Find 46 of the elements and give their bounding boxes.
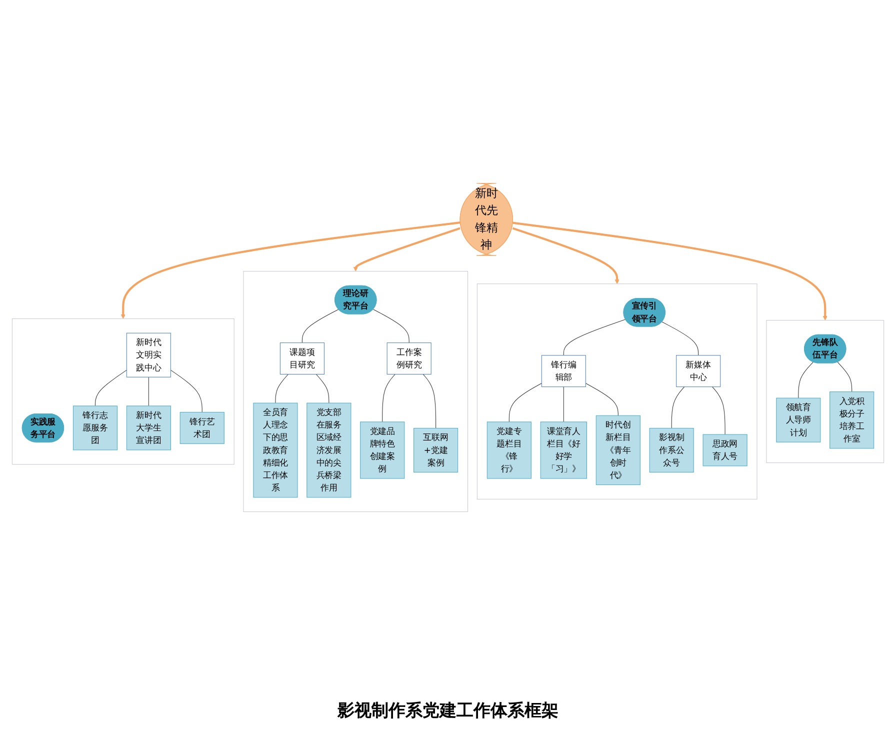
connector bbox=[275, 374, 289, 404]
connector bbox=[563, 386, 564, 422]
connector bbox=[373, 309, 410, 344]
cluster bbox=[766, 320, 884, 464]
node-box: 锋行编辑部 bbox=[541, 355, 586, 388]
arrow bbox=[353, 227, 460, 272]
node-box: 锋行艺术团 bbox=[180, 412, 224, 444]
caption: 影视制作系党建工作体系框架 bbox=[338, 700, 558, 722]
connector bbox=[148, 376, 149, 406]
connector bbox=[382, 374, 396, 422]
connector bbox=[662, 322, 699, 356]
connector bbox=[94, 370, 127, 406]
node-box: 领航育人导师计划 bbox=[776, 398, 821, 442]
node-box: 课题项目研究 bbox=[280, 342, 324, 374]
connector bbox=[585, 382, 618, 416]
arrow bbox=[512, 222, 828, 320]
node-box: 互联网+党建案例 bbox=[414, 428, 458, 472]
node-box: 全员育人理念下的思政教育精细化工作体系 bbox=[253, 402, 298, 498]
node-box: 党支部在服务区域经济发展中的尖兵桥梁作用 bbox=[306, 402, 352, 498]
node-box: 课堂育人栏目《好好学「习」》 bbox=[540, 422, 587, 479]
cluster bbox=[12, 318, 234, 465]
arrow bbox=[512, 227, 620, 284]
arrow bbox=[120, 222, 460, 319]
connector bbox=[671, 386, 685, 428]
node-box: 工作案例研究 bbox=[386, 342, 432, 374]
connector bbox=[316, 374, 330, 404]
connector bbox=[422, 374, 436, 428]
node-box: 党建专题栏目《锋行》 bbox=[486, 422, 532, 479]
connector bbox=[798, 362, 814, 398]
cluster bbox=[476, 284, 758, 500]
node-box: 党建品牌特色创建案例 bbox=[360, 422, 405, 479]
connector bbox=[837, 362, 852, 392]
cluster bbox=[243, 271, 468, 512]
connector bbox=[302, 309, 339, 344]
connector bbox=[712, 386, 726, 435]
node-box: 时代创新栏目《青年创时代》 bbox=[596, 415, 640, 486]
node-box: 锋行志愿服务团 bbox=[72, 406, 118, 450]
connector bbox=[170, 370, 202, 412]
node-box: 入党积极分子培养工作室 bbox=[830, 392, 874, 449]
node-box: 思政网育人号 bbox=[702, 434, 748, 466]
connector bbox=[508, 382, 542, 422]
node-box: 新时代文明实践中心 bbox=[126, 332, 171, 378]
node-box: 新媒体中心 bbox=[676, 355, 721, 388]
connector bbox=[563, 319, 626, 356]
node-box: 新时代大学生宣讲团 bbox=[126, 406, 171, 450]
node-box: 影视制作系公众号 bbox=[649, 428, 694, 472]
